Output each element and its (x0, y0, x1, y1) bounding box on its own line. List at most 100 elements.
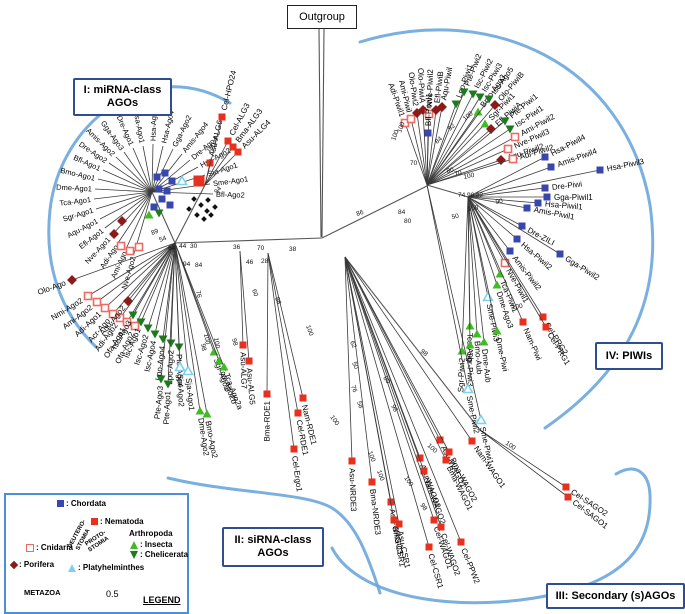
unassigned-marker (204, 208, 210, 214)
chordata-marker (163, 187, 171, 195)
redsq-legend-icon (91, 518, 98, 526)
nematoda-marker (234, 148, 242, 156)
branch-line (97, 178, 153, 193)
branch-line (204, 151, 239, 186)
backbone-line (174, 237, 323, 244)
chelicerata-marker (150, 330, 160, 339)
group-arc (166, 476, 382, 595)
bootstrap-value: 100 (426, 442, 439, 455)
unassigned-marker (198, 202, 204, 208)
branch-line (204, 140, 229, 186)
bootstrap-value: 100 (504, 440, 517, 452)
bootstrap-value: 100 (463, 172, 475, 181)
cnidaria-marker (130, 321, 140, 331)
chelicerata-marker (451, 100, 461, 109)
branch-line (239, 250, 244, 346)
branch-line (119, 242, 176, 319)
nematoda-marker (294, 409, 302, 417)
chordata-marker (543, 193, 551, 201)
cnidaria-marker (134, 242, 144, 252)
chelicerata-marker (505, 125, 515, 134)
bootstrap-value: 86 (355, 209, 364, 218)
branch-line (344, 256, 400, 525)
bootstrap-value: 50 (451, 213, 460, 221)
cnidaria-marker (125, 246, 135, 256)
nematoda-marker (442, 456, 450, 464)
taxon-label: Asu-NRDE3 (347, 468, 358, 512)
taxon-label: Hsa-Piwil3 (606, 157, 645, 174)
unassigned-marker (208, 212, 214, 218)
taxon-label: Tca-Ago1 (59, 195, 92, 208)
insecta-marker (480, 119, 490, 128)
taxon-label: Sja-Ago2 (175, 374, 185, 408)
nematoda-marker (368, 478, 376, 486)
branch-line (426, 128, 511, 186)
branch-line (344, 256, 430, 548)
branch-line (467, 196, 528, 209)
branch-line (426, 98, 490, 186)
branch-line (479, 429, 569, 498)
branch-line (467, 196, 524, 323)
insecta-marker (492, 280, 502, 289)
group1-box: I: miRNA-class AGOs (73, 78, 172, 116)
outgroup-box: Outgroup (287, 5, 357, 29)
branch-line (267, 252, 299, 414)
bootstrap-value: 80 (446, 167, 455, 175)
chordata-marker (513, 235, 521, 243)
chelicerata-marker (154, 209, 164, 218)
cnidaria-marker (424, 109, 434, 119)
nematoda-marker (425, 543, 433, 551)
chelicerata-marker (468, 90, 478, 99)
branch-line (422, 109, 428, 186)
bootstrap-value: 54 (158, 235, 168, 244)
taxon-label: Hsa-Ago3 (149, 108, 159, 142)
taxon-label: Nam-Piwi (521, 327, 543, 362)
branch-line (426, 148, 509, 186)
chordata-marker (506, 247, 514, 255)
cnidaria-marker (83, 291, 93, 301)
bootstrap-value: 62 (348, 340, 358, 350)
bootstrap-value: 76 (194, 290, 202, 299)
branch-line (344, 256, 447, 461)
branch-line (108, 162, 153, 193)
branch-line (115, 156, 153, 193)
porifera-marker (496, 155, 506, 165)
cnidaria-marker (510, 132, 520, 142)
branch-line (204, 116, 223, 186)
bootstrap-value: 90 (467, 192, 475, 199)
bootstrap-value: 92 (447, 122, 457, 132)
branch-line (125, 191, 153, 250)
taxon-label: Cel-Ergo1 (290, 455, 304, 492)
nematoda-marker (229, 143, 237, 151)
bootstrap-value: 82 (476, 192, 484, 199)
chelicerata-marker (500, 117, 510, 126)
branch-line (410, 118, 428, 186)
branch-line (174, 242, 189, 372)
nematoda-marker (445, 448, 453, 456)
chordata-marker (541, 184, 549, 192)
cnidaria-marker (116, 241, 126, 251)
branch-line (467, 196, 539, 204)
chelicerata-marker (459, 88, 469, 97)
nematoda-marker (468, 437, 476, 445)
branch-line (267, 252, 295, 450)
chordata-marker (424, 129, 432, 137)
bootstrap-value: 100 (375, 469, 385, 482)
branch-line (416, 112, 428, 186)
legend-item-label: : Chelicerata (140, 550, 189, 559)
nematoda-marker (239, 341, 247, 349)
legend-item-label: : Nematoda (100, 517, 144, 526)
dg-legend-icon (130, 550, 138, 559)
cy-legend-icon (68, 563, 76, 572)
group2-label-line1: II: siRNA-class (234, 534, 312, 547)
taxon-label: Bfl-Piwil1 (424, 92, 434, 126)
branch-line (426, 109, 437, 186)
bootstrap-value: 36 (233, 244, 241, 251)
nematoda-marker (299, 394, 307, 402)
branch-line (426, 123, 486, 186)
branch-line (426, 128, 492, 186)
bootstrap-value: 74 (458, 192, 466, 199)
taxon-label: Pte-Ago1 (162, 390, 173, 424)
bootstrap-value: 80 (404, 218, 412, 225)
nematoda-marker (542, 323, 550, 331)
